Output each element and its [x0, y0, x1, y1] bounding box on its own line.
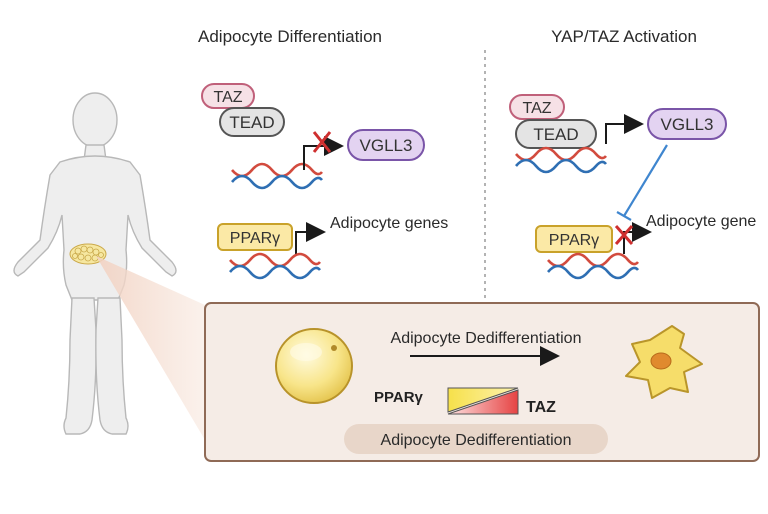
- dna-helix-right-2: [547, 252, 640, 280]
- taz-gradient-label: TAZ: [526, 399, 556, 416]
- promoter-arrow-right-2: [623, 222, 652, 254]
- caption-pill: [344, 424, 608, 454]
- ppar-badge-left: PPARγ: [217, 223, 293, 251]
- taz-badge-right: TAZ: [509, 94, 565, 120]
- ppar-label-left: PPARγ: [230, 230, 280, 247]
- tead-label-right: TEAD: [533, 125, 578, 144]
- promoter-arrow-left-2: [295, 222, 326, 254]
- human-body-figure: [13, 92, 177, 435]
- zoom-wedge: [96, 256, 205, 440]
- adipocyte-genes-label-left: Adipocyte genes: [330, 215, 448, 232]
- promoter-arrow-right-1: [605, 114, 644, 144]
- ppar-label-right: PPARγ: [549, 232, 599, 249]
- mature-adipocyte-cell: [275, 328, 353, 404]
- tead-label-left: TEAD: [229, 113, 274, 132]
- right-panel-title: YAP/TAZ Activation: [551, 27, 697, 46]
- vgll3-badge-left: VGLL3: [347, 129, 425, 161]
- ppar-badge-right: PPARγ: [535, 225, 613, 253]
- taz-label-left: TAZ: [213, 89, 242, 106]
- dna-helix-right-1: [515, 146, 608, 174]
- vgll3-inhibition-line: [616, 144, 668, 221]
- caption-text: Adipocyte Dedifferentiation: [381, 432, 572, 449]
- ppar-gradient-label: PPARγ: [374, 389, 424, 406]
- promoter-arrow-left-1: [303, 136, 344, 170]
- tead-badge-left: TEAD: [219, 107, 285, 137]
- dedifferentiation-arrow-label: Adipocyte Dedifferentiation: [391, 330, 582, 347]
- taz-badge-left: TAZ: [201, 83, 255, 109]
- tead-badge-right: TEAD: [515, 119, 597, 149]
- dna-helix-left-2: [229, 252, 322, 280]
- taz-label-right: TAZ: [522, 100, 551, 117]
- vgll3-label-right: VGLL3: [661, 115, 714, 134]
- left-panel-title: Adipocyte Differentiation: [198, 27, 382, 46]
- dedifferentiated-cell: [625, 325, 703, 399]
- ppar-decrease-wedge: [447, 387, 519, 413]
- adipocyte-genes-label-right: Adipocyte gene: [646, 213, 756, 230]
- taz-increase-wedge: [447, 389, 519, 415]
- vgll3-label-left: VGLL3: [360, 136, 413, 155]
- vgll3-badge-right: VGLL3: [647, 108, 727, 140]
- block-cross-right: [614, 225, 634, 245]
- dna-helix-left-1: [231, 162, 324, 190]
- block-cross-left: [312, 131, 332, 153]
